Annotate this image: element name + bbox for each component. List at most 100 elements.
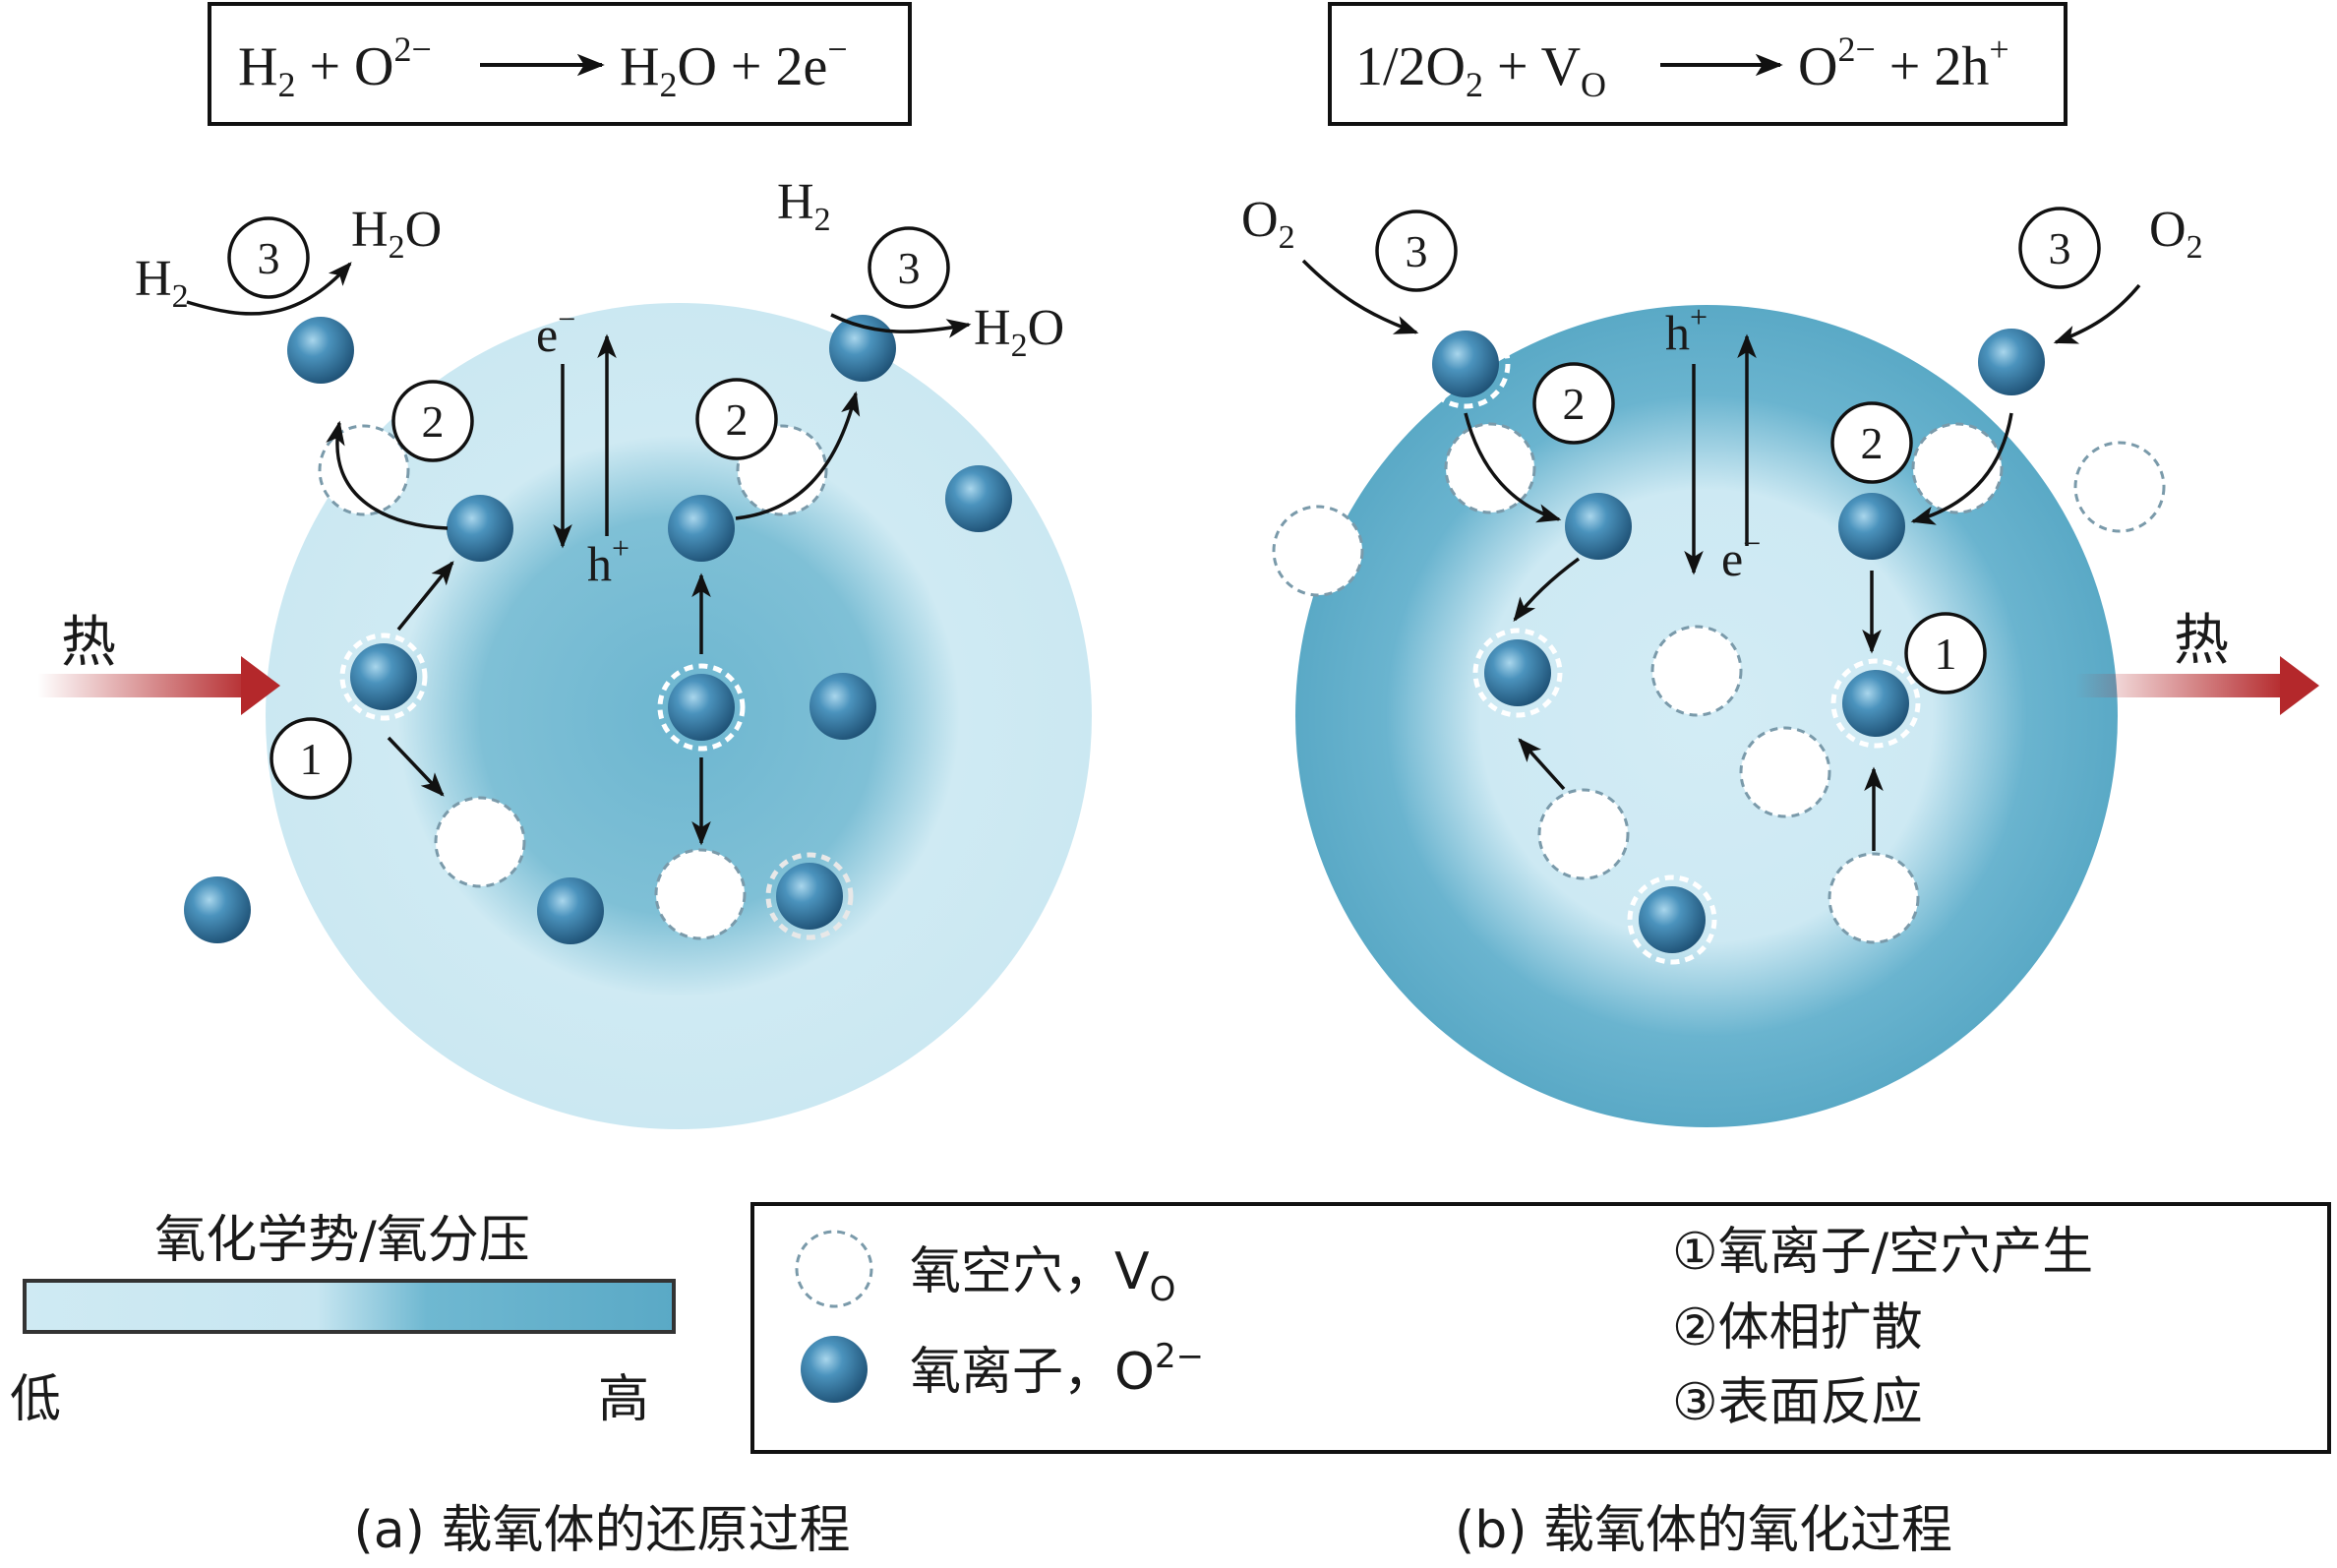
oxygen-ion (1432, 331, 1499, 397)
arrow-ion-up (396, 561, 454, 632)
oxygen-ion (668, 495, 735, 562)
arrows-b (1301, 259, 2141, 851)
oxygen-ion (1484, 639, 1551, 706)
arrow-vacancy-up-left (1518, 738, 1566, 791)
colorbar-high-label: 高 (598, 1370, 649, 1429)
arrow-ion-down (387, 736, 445, 797)
oxygen-vacancy (1537, 788, 1630, 880)
oxygen-ion (668, 674, 735, 741)
step-marker-3-label: 3 (2049, 223, 2071, 273)
arrow-diffusion-left-b (1464, 412, 1562, 523)
equation-b-left: 1/2O2 + VO (1355, 36, 1606, 104)
step-markers-b: 3 3 2 2 1 (1375, 207, 2101, 694)
step-marker-1 (1904, 612, 1987, 694)
oxygen-vacancy (654, 848, 747, 940)
oxygen-ion (184, 876, 251, 943)
oxygen-ion-outline (765, 852, 854, 940)
heat-arrow-out-head (2280, 656, 2319, 715)
step-marker-2 (695, 378, 778, 460)
step-marker-2-label: 2 (726, 394, 749, 445)
step-marker-3 (2018, 207, 2101, 289)
step-marker-3 (227, 216, 310, 299)
step-marker-1-label: 1 (1935, 629, 1957, 679)
oxygen-ion-outline (1830, 658, 1921, 749)
legend-ion-label: 氧离子，O2− (910, 1337, 1204, 1402)
oxygen-ion (1565, 493, 1632, 560)
oxygen-ion (1838, 493, 1905, 560)
oxygen-ion-outline (339, 633, 428, 721)
step-marker-2 (1532, 362, 1615, 445)
arrow-o2-in-left (1301, 259, 1419, 334)
oxygen-ion (1639, 886, 1706, 953)
o2-label-left: O2 (1241, 192, 1295, 256)
oxygen-vacancy (1911, 422, 2004, 514)
h2-label-right: H2 (777, 174, 831, 238)
legend-step1: ①氧离子/空穴产生 (1672, 1223, 2093, 1282)
caption-a: (a) 载氧体的还原过程 (354, 1501, 851, 1560)
hole-label-a: h+ (587, 530, 629, 591)
equation-a-left: H2 + O2− (238, 30, 432, 104)
oxygen-ion-outline (1472, 628, 1563, 718)
heat-arrow-in-shaft (37, 674, 254, 697)
heat-label-b: 热 (2174, 609, 2229, 673)
oxygen-vacancy (1739, 726, 1831, 818)
ions-a (184, 315, 1012, 944)
step-marker-2 (391, 380, 474, 462)
legend-step3: ③表面反应 (1672, 1373, 1923, 1432)
ions-b (1420, 317, 2057, 965)
legend-box (750, 1202, 2331, 1454)
legend-ion-swatch (801, 1336, 868, 1403)
arrow-diffusion-right (735, 391, 861, 520)
oxygen-ion (287, 317, 354, 384)
legend-vacancy-label: 氧空穴，VO (910, 1242, 1175, 1309)
electron-label-b: e− (1721, 525, 1761, 586)
colorbar: 氧化学势/氧分压 低 高 (10, 1211, 676, 1429)
arrow-ion-to-vacancy (1513, 557, 1581, 622)
step-marker-2-label: 2 (422, 396, 445, 447)
oxygen-ion (1978, 329, 2045, 395)
heat-arrow-in-head (241, 656, 280, 715)
step-marker-2-label: 2 (1861, 418, 1884, 468)
oxygen-ion (945, 465, 1012, 532)
panel-a: H2 + O2− H2O + 2e− 热 (37, 2, 1092, 1560)
legend-vacancy-swatch (795, 1230, 873, 1308)
arrow-surface-left (186, 262, 352, 316)
oxygen-ion (447, 495, 513, 562)
heat-label-a: 热 (61, 611, 116, 675)
h2o-label-right: H2O (974, 300, 1064, 364)
oxygen-vacancy (2073, 441, 2166, 533)
legend-step2: ②体相扩散 (1672, 1298, 1923, 1357)
oxygen-vacancy (1272, 505, 1364, 597)
heat-arrow-out-shaft (2075, 674, 2287, 697)
equation-b-right: O2− + 2h+ (1798, 30, 2009, 97)
step-marker-3-label: 3 (1406, 226, 1428, 276)
oxygen-ion-outline (1627, 874, 1717, 965)
hole-label-b: h+ (1665, 299, 1708, 360)
oxygen-ion (537, 877, 604, 944)
oxygen-vacancy (318, 424, 410, 516)
arrow-diffusion-left (326, 420, 449, 530)
oxygen-vacancy (1828, 852, 1920, 944)
oxygen-ion-outline (1420, 319, 1511, 409)
vacancies-b (1272, 422, 2166, 944)
step-markers-a: 3 3 2 2 1 (227, 216, 950, 800)
oxygen-ion (776, 863, 843, 930)
arrow-diffusion-right-b (1910, 412, 2013, 525)
oxygen-vacancy (434, 796, 526, 888)
oxygen-ion (350, 643, 417, 710)
equation-a-right: H2O + 2e− (620, 30, 848, 104)
o2-label-right: O2 (2149, 202, 2203, 266)
step-marker-1 (270, 717, 352, 800)
step-marker-3 (868, 226, 950, 309)
step-marker-3-label: 3 (258, 233, 280, 283)
colorbar-low-label: 低 (10, 1370, 61, 1429)
caption-b: (b) 载氧体的氧化过程 (1455, 1501, 1952, 1560)
step-marker-1-label: 1 (300, 734, 323, 784)
legend: 氧空穴，VO 氧离子，O2− ①氧离子/空穴产生 ②体相扩散 ③表面反应 (750, 1202, 2331, 1454)
step-marker-2-label: 2 (1563, 379, 1586, 429)
h2o-label-left: H2O (351, 202, 442, 266)
arrow-o2-in-right (2053, 283, 2141, 344)
oxygen-ion (809, 673, 876, 740)
arrows-a (186, 262, 972, 846)
